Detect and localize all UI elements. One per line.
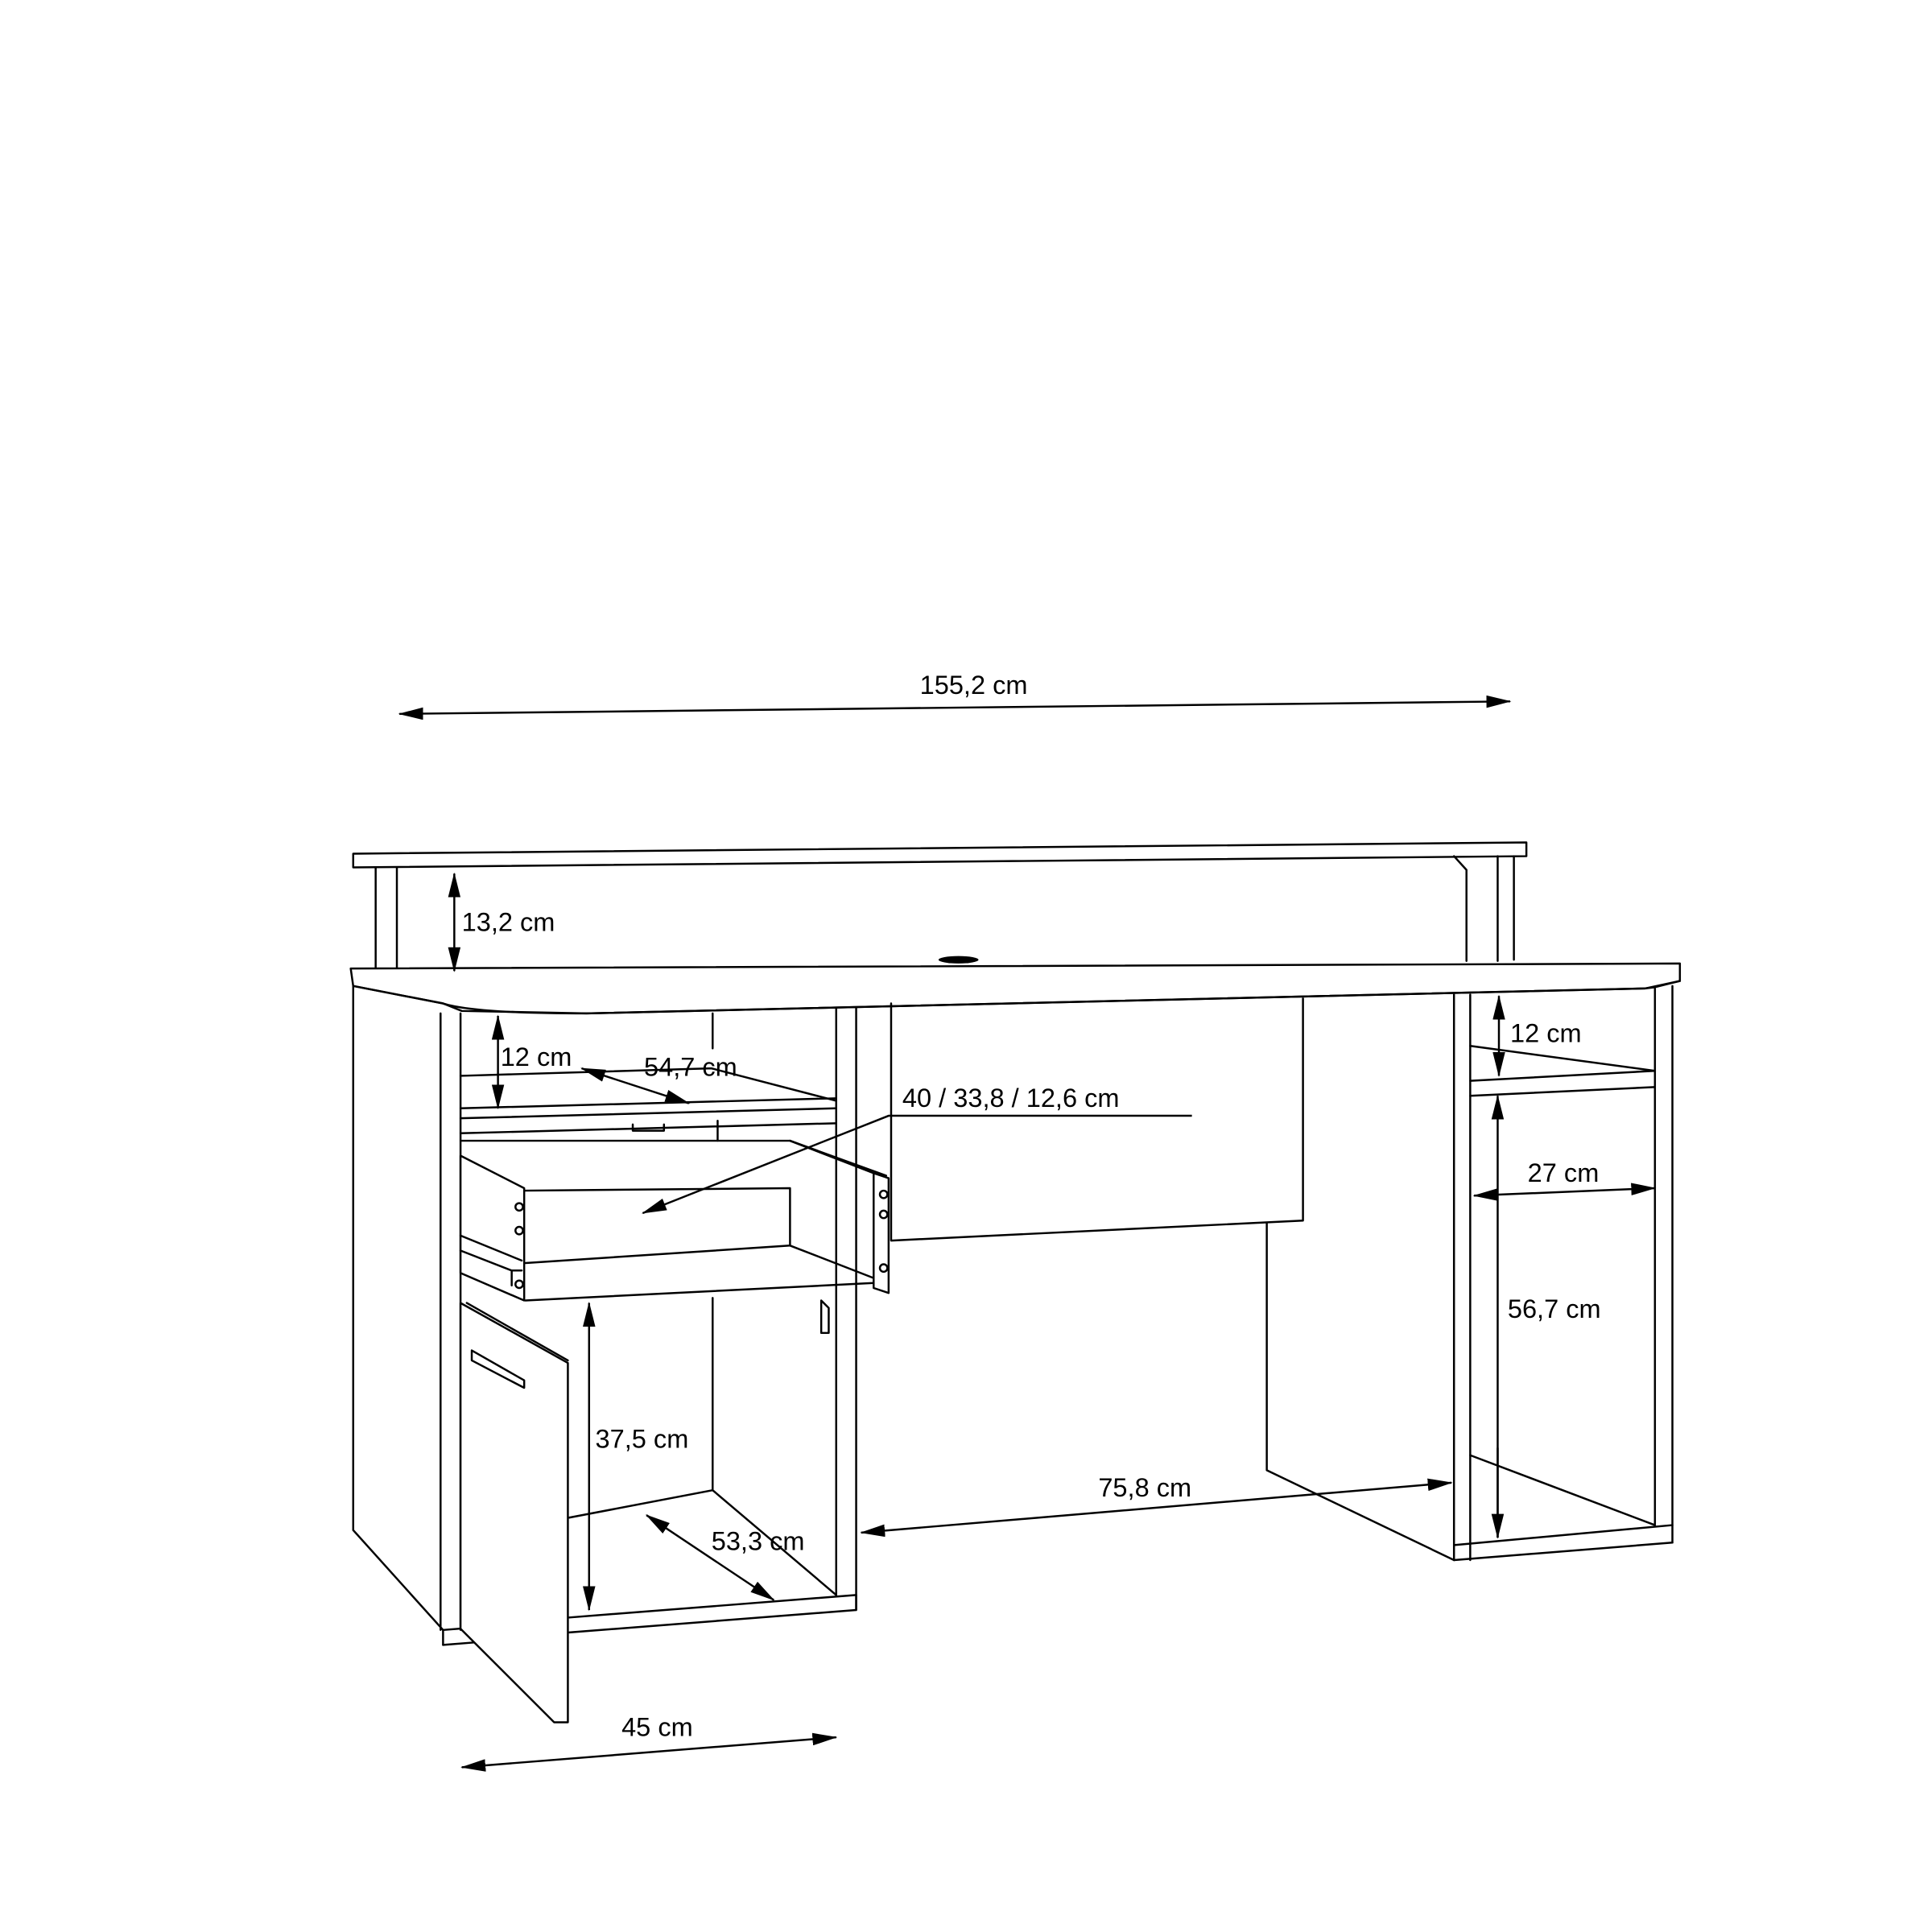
overall-width-label: 155,2 cm: [920, 671, 1028, 700]
cabinet-depth-label: 53,3 cm: [712, 1527, 805, 1556]
hutch-shelf: [352, 841, 1528, 975]
open-drawer: [459, 1139, 890, 1302]
knee-space-width-label: 75,8 cm: [1098, 1473, 1191, 1502]
drawer-size-label: 40 / 33,8 / 12,6 cm: [902, 1084, 1120, 1113]
hutch-height-label: 13,2 cm: [462, 908, 555, 937]
left-shelf-height-label: 12 cm: [501, 1042, 572, 1071]
right-shelf-height-label: 12 cm: [1510, 1019, 1582, 1048]
left-shelf-depth-label: 54,7 cm: [644, 1052, 737, 1081]
right-compartment-height-label: 56,7 cm: [1508, 1294, 1601, 1323]
right-compartment-width-label: 27 cm: [1528, 1158, 1600, 1187]
cabinet-height-label: 37,5 cm: [596, 1424, 689, 1453]
cabinet-door: [459, 1302, 569, 1724]
desktop-surface: [349, 956, 1682, 1015]
right-shelf-unit: [1452, 985, 1674, 1562]
cabinet-width-label: 45 cm: [621, 1713, 693, 1742]
dimension-lines: [398, 695, 1657, 1772]
